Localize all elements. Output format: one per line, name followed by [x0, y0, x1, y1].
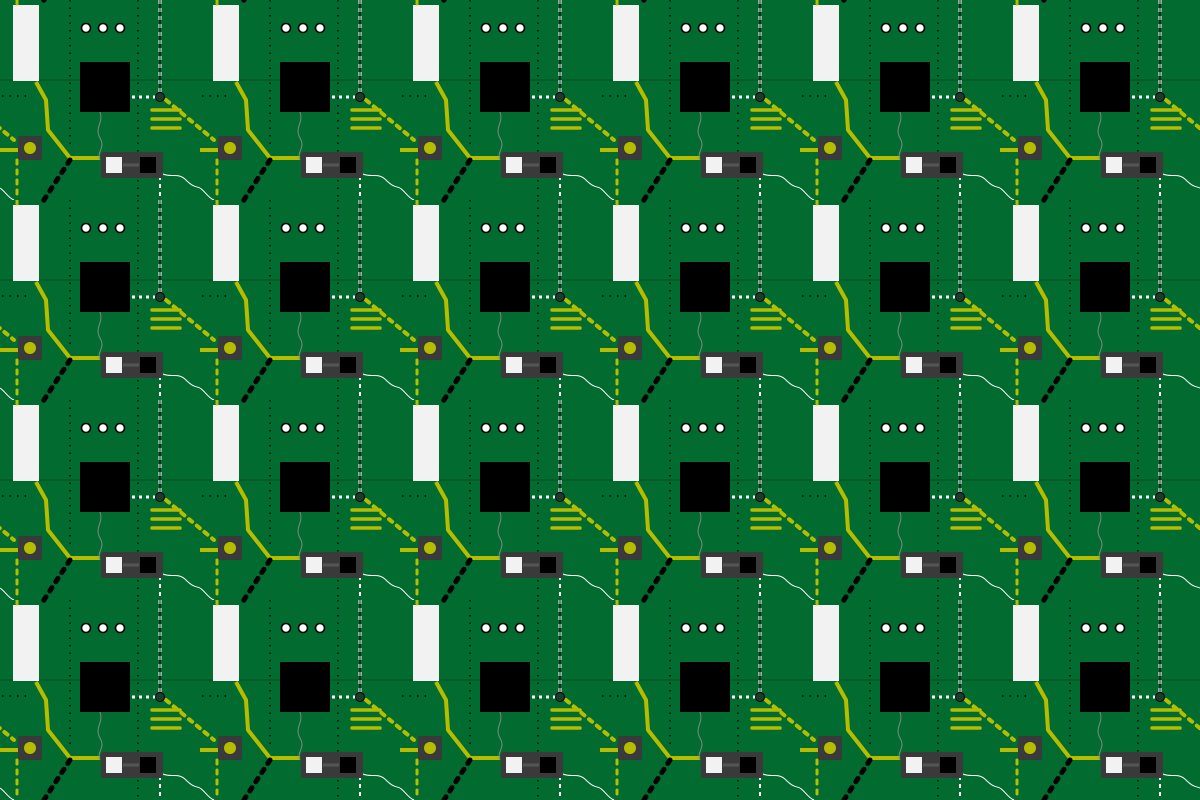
circuit-board-pattern	[0, 0, 1200, 800]
pattern-fill	[0, 0, 1200, 800]
